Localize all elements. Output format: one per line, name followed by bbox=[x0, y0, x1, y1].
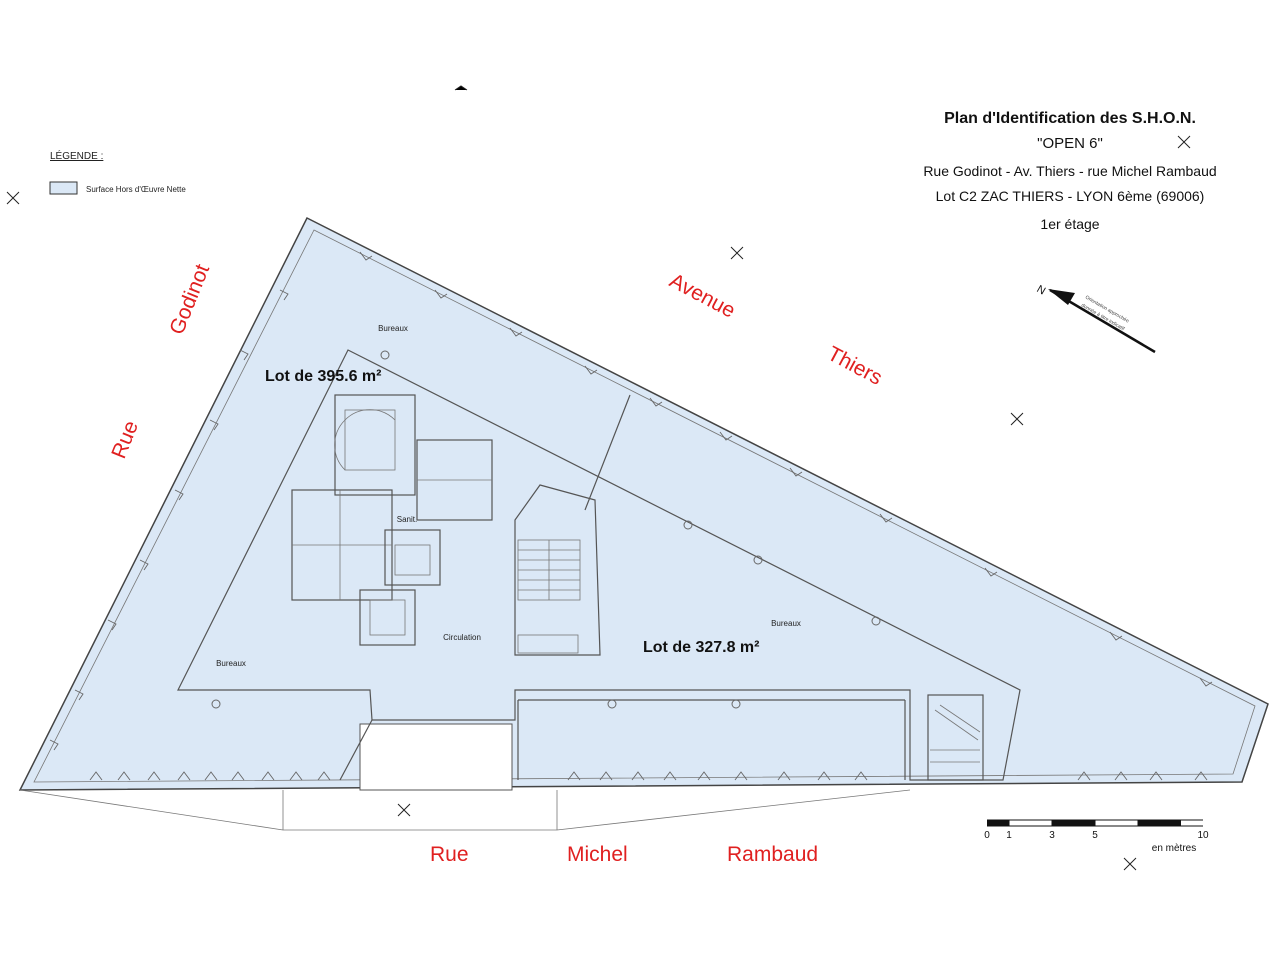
title-line-3: Rue Godinot - Av. Thiers - rue Michel Ra… bbox=[923, 163, 1216, 179]
legend-heading: LÉGENDE : bbox=[50, 149, 103, 162]
street-label-thiers: Thiers bbox=[824, 342, 886, 390]
scale-tick-10: 10 bbox=[1197, 830, 1209, 841]
scale-tick-1: 1 bbox=[1006, 830, 1012, 841]
lot-labels: Lot de 395.6 m² Lot de 327.8 m² bbox=[265, 368, 759, 656]
title-line-2: "OPEN 6" bbox=[1037, 135, 1103, 152]
room-label-bureaux-top: Bureaux bbox=[378, 324, 408, 333]
street-strip bbox=[19, 723, 911, 831]
lot-label-right: Lot de 327.8 m² bbox=[643, 639, 759, 656]
room-label-bureaux-left: Bureaux bbox=[216, 659, 246, 668]
north-arrow: N Orientation approchée donnée à titre i… bbox=[1035, 283, 1156, 354]
lot-label-left: Lot de 395.6 m² bbox=[265, 368, 381, 385]
title-line-5: 1er étage bbox=[1040, 216, 1099, 232]
street-label-avenue: Avenue bbox=[666, 269, 739, 323]
title-block: Plan d'Identification des S.H.O.N. "OPEN… bbox=[923, 110, 1216, 232]
legend-swatch bbox=[49, 181, 78, 195]
columns bbox=[211, 350, 881, 709]
title-line-1: Plan d'Identification des S.H.O.N. bbox=[944, 110, 1196, 127]
stair-core-right bbox=[927, 694, 984, 781]
scale-unit: en mètres bbox=[1152, 843, 1196, 854]
scale-tick-5: 5 bbox=[1092, 830, 1098, 841]
room-label-circulation: Circulation bbox=[443, 633, 481, 642]
room-label-bureaux-right: Bureaux bbox=[771, 619, 801, 628]
interior-walls bbox=[177, 349, 1021, 781]
street-label-rue-godinot-1: Rue bbox=[107, 418, 143, 462]
scale-tick-0: 0 bbox=[984, 830, 990, 841]
scale-bar: 0 1 3 5 10 en mètres bbox=[984, 819, 1209, 854]
service-core bbox=[291, 394, 493, 646]
window-bays bbox=[49, 251, 1213, 781]
street-label-rue-michel-1: Rue bbox=[430, 843, 469, 866]
street-label-rue-michel-2: Michel bbox=[567, 843, 628, 866]
room-label-sanit: Sanit. bbox=[397, 515, 417, 524]
scale-tick-3: 3 bbox=[1049, 830, 1055, 841]
street-label-rue-michel-3: Rambaud bbox=[727, 843, 818, 866]
building-footprint bbox=[18, 216, 1269, 791]
street-label-rue-godinot-2: Godinot bbox=[165, 261, 214, 338]
legend: LÉGENDE : Surface Hors d'Œuvre Nette bbox=[49, 149, 186, 195]
stair-core bbox=[514, 484, 601, 656]
room-labels: Bureaux Bureaux Bureaux Sanit. Circulati… bbox=[216, 324, 801, 668]
title-line-4: Lot C2 ZAC THIERS - LYON 6ème (69006) bbox=[936, 188, 1205, 204]
legend-item-label: Surface Hors d'Œuvre Nette bbox=[86, 185, 186, 194]
north-letter: N bbox=[1035, 283, 1048, 297]
